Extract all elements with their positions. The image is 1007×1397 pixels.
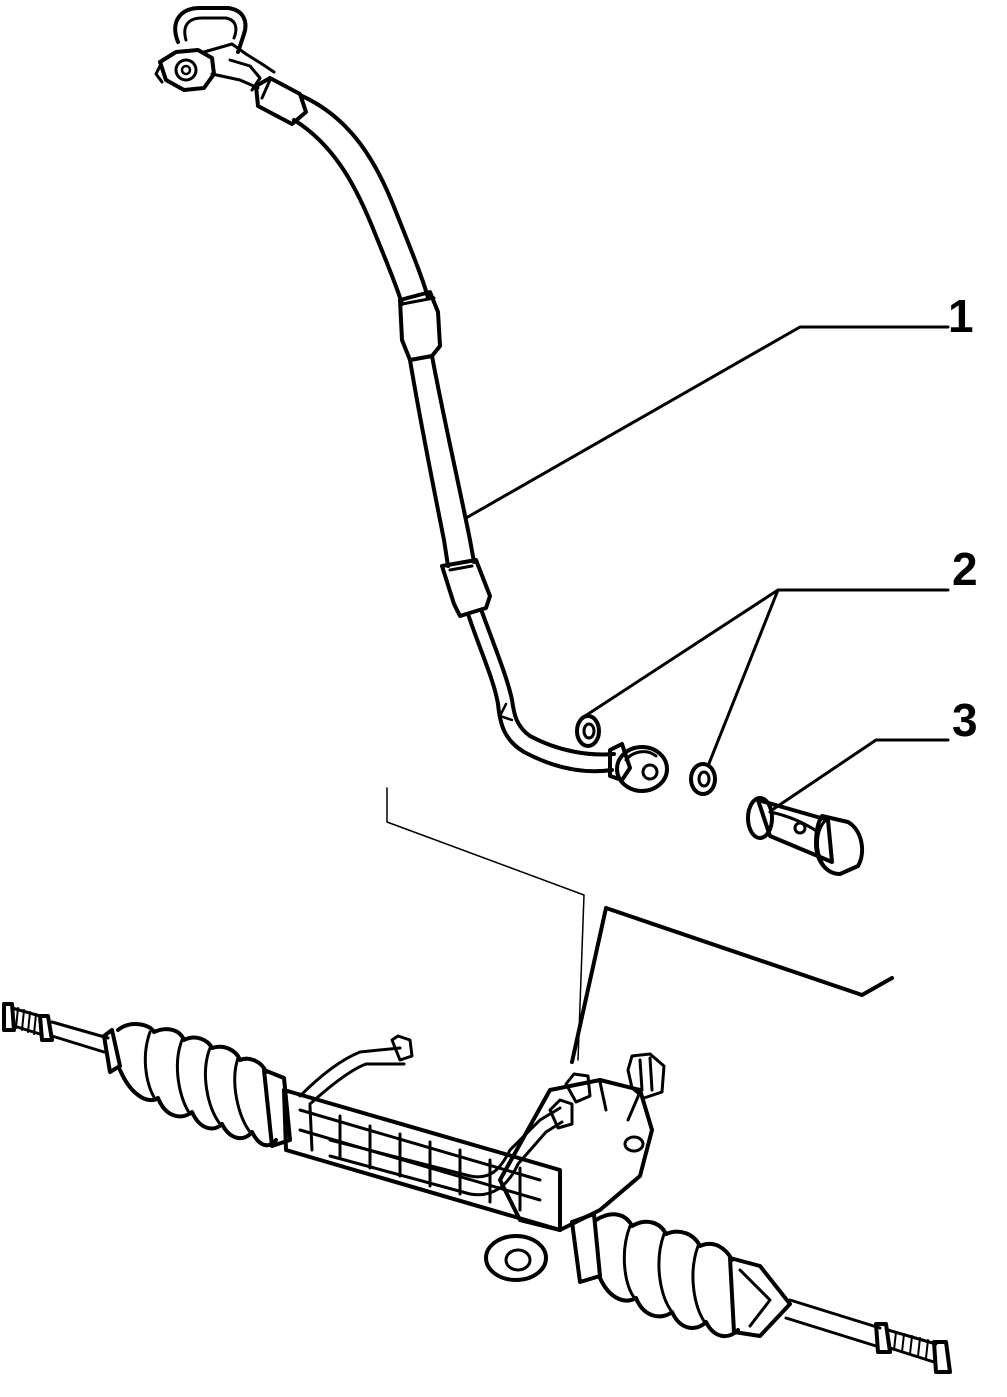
left-boot <box>102 1022 292 1148</box>
callout-labels: 1 2 3 <box>948 290 978 746</box>
leader-line-3 <box>770 738 950 812</box>
location-indicator <box>386 787 894 1064</box>
sealing-washer-upper <box>575 714 601 748</box>
sealing-washer-lower <box>689 762 717 796</box>
right-tie-rod <box>784 1298 952 1374</box>
leader-line-2b <box>706 588 780 768</box>
transfer-pipes <box>298 1034 564 1197</box>
callout-1: 1 <box>948 290 974 342</box>
right-boot <box>570 1212 792 1339</box>
leader-lines <box>464 325 950 812</box>
pressure-hose <box>154 6 669 793</box>
hose-middle-sleeve <box>398 290 442 362</box>
location-bracket-thin <box>386 787 585 1061</box>
hose-lower-sleeve <box>440 558 492 618</box>
rack-housing <box>282 1088 562 1232</box>
hose-top-fitting <box>154 6 276 92</box>
steering-rack-assembly <box>2 1002 952 1374</box>
hose-metal-pipe <box>466 610 616 774</box>
left-tie-rod <box>2 1002 110 1054</box>
location-bracket-thick <box>570 906 894 1064</box>
leader-line-1 <box>464 325 950 520</box>
hose-body-upper <box>292 94 430 306</box>
banjo-bolt <box>746 796 865 876</box>
hose-banjo-fitting <box>608 742 669 793</box>
leader-line-2a <box>580 588 950 720</box>
hose-body-lower <box>408 354 476 568</box>
hose-upper-sleeve <box>254 76 308 126</box>
callout-2: 2 <box>952 543 978 595</box>
callout-3: 3 <box>952 694 978 746</box>
